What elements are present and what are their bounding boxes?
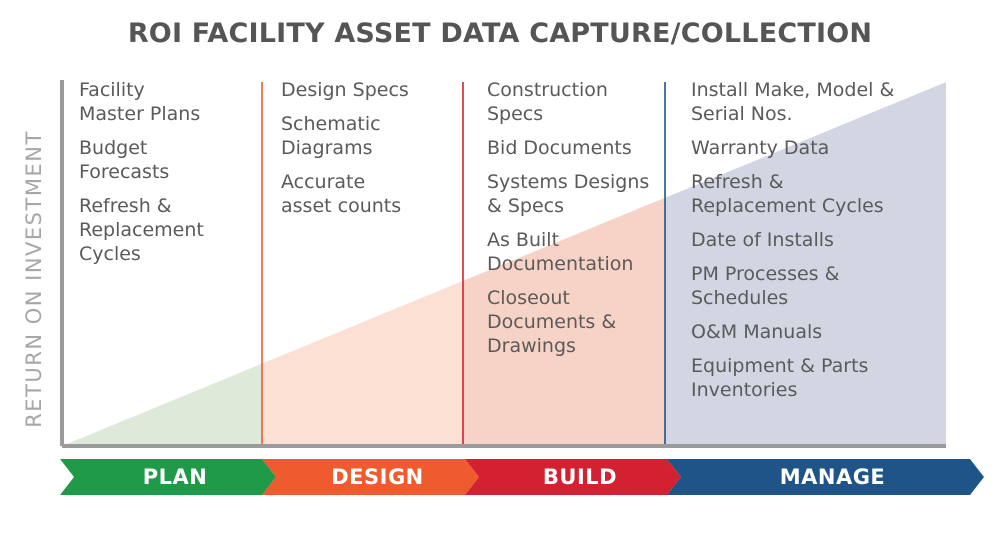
manage-item-line: Refresh & — [691, 171, 784, 193]
manage-item-line: Schedules — [691, 287, 789, 309]
manage-item-line: Date of Installs — [691, 229, 834, 251]
design-item-line: asset counts — [281, 195, 402, 217]
manage-item-line: Replacement Cycles — [691, 195, 884, 217]
manage-roi-segment — [665, 82, 946, 446]
build-item-line: Documentation — [487, 253, 634, 275]
build-item: Bid Documents — [487, 136, 649, 160]
manage-item-line: O&M Manuals — [691, 321, 823, 343]
manage-item-line: Inventories — [691, 379, 798, 401]
design-item-line: Design Specs — [281, 79, 409, 101]
manage-upper-bg — [665, 82, 946, 198]
manage-item: Refresh &Replacement Cycles — [691, 170, 894, 218]
design-arrow — [262, 459, 479, 495]
build-item-line: Specs — [487, 103, 544, 125]
manage-column: Install Make, Model &Serial Nos. Warranty… — [691, 78, 894, 412]
manage-item: PM Processes &Schedules — [691, 262, 894, 310]
plan-stage-label: PLAN — [142, 465, 208, 489]
design-stage-label: DESIGN — [331, 465, 424, 489]
diagram-title: ROI FACILITY ASSET DATA CAPTURE/COLLECTI… — [127, 18, 873, 49]
plan-item-line: Budget — [79, 137, 148, 159]
manage-arrow — [667, 459, 984, 495]
manage-item-line: Warranty Data — [691, 137, 830, 159]
build-item: Systems Designs& Specs — [487, 170, 649, 218]
manage-item: O&M Manuals — [691, 320, 894, 344]
build-item-line: Closeout — [487, 287, 570, 309]
manage-stage-label: MANAGE — [779, 465, 886, 489]
build-arrow — [465, 459, 681, 495]
design-item-line: Diagrams — [281, 137, 373, 159]
manage-item-line: PM Processes & — [691, 263, 840, 285]
plan-item-line: Cycles — [79, 243, 141, 265]
plan-arrow — [60, 459, 276, 495]
plan-item-line: Forecasts — [79, 161, 170, 183]
design-item-line: Accurate — [281, 171, 366, 193]
plan-roi-segment — [62, 363, 262, 446]
plan-item-line: Refresh & — [79, 195, 172, 217]
manage-item-line: Equipment & Parts — [691, 355, 869, 377]
design-item-line: Schematic — [281, 113, 381, 135]
manage-item-line: Install Make, Model & — [691, 79, 895, 101]
build-item-line: & Specs — [487, 195, 565, 217]
plan-item-line: Master Plans — [79, 103, 201, 125]
build-roi-segment — [463, 197, 665, 446]
build-stage-label: BUILD — [542, 465, 618, 489]
build-item-line: Bid Documents — [487, 137, 632, 159]
build-item-line: As Built — [487, 229, 560, 251]
design-item: Design Specs — [281, 78, 409, 102]
build-item-line: Drawings — [487, 335, 576, 357]
build-item-line: Construction — [487, 79, 608, 101]
manage-item: Date of Installs — [691, 228, 894, 252]
build-item-line: Systems Designs — [487, 171, 650, 193]
manage-item: Install Make, Model &Serial Nos. — [691, 78, 894, 126]
manage-item-line: Serial Nos. — [691, 103, 793, 125]
build-item-line: Documents & — [487, 311, 617, 333]
y-axis-label: RETURN ON INVESTMENT — [22, 130, 46, 428]
manage-item: Warranty Data — [691, 136, 894, 160]
design-roi-segment — [262, 280, 463, 446]
plan-item-line: Facility — [79, 79, 145, 101]
plan-item-line: Replacement — [79, 219, 204, 241]
